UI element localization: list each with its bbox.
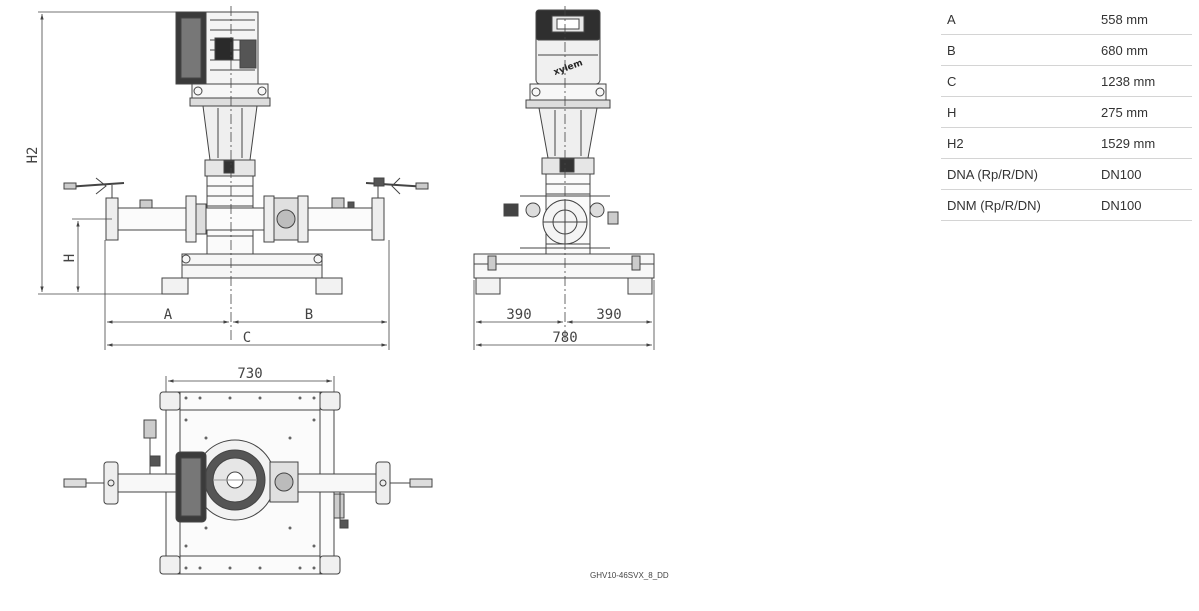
spec-value: 275 mm	[1101, 96, 1192, 128]
spec-label: H	[941, 96, 1101, 128]
front-view	[63, 11, 429, 295]
side-view	[473, 9, 655, 295]
spec-value: 1238 mm	[1101, 65, 1192, 97]
side-dimensions	[473, 6, 655, 350]
technical-drawing: H2 H A B C	[25, 6, 669, 580]
spec-value: 558 mm	[1101, 4, 1192, 35]
top-view	[63, 391, 433, 575]
dim-c-label: C	[243, 330, 251, 346]
dim-top-width-label: 730	[237, 366, 262, 382]
spec-label: DNA (Rp/R/DN)	[941, 158, 1101, 190]
dim-h2-label: H2	[25, 147, 41, 164]
spec-value: 1529 mm	[1101, 127, 1192, 159]
spec-label: B	[941, 34, 1101, 66]
front-dimensions	[38, 6, 390, 350]
spec-row: DNA (Rp/R/DN)DN100	[941, 158, 1192, 190]
spec-label: C	[941, 65, 1101, 97]
spec-label: DNM (Rp/R/DN)	[941, 189, 1101, 221]
front-motor	[175, 11, 271, 107]
dim-a-label: A	[164, 307, 173, 323]
dim-side-total-label: 780	[552, 330, 577, 346]
spec-label: A	[941, 4, 1101, 35]
spec-row: DNM (Rp/R/DN)DN100	[941, 189, 1192, 221]
spec-label: H2	[941, 127, 1101, 159]
dim-side-right-label: 390	[596, 307, 621, 323]
spec-value: DN100	[1101, 158, 1192, 190]
drawing-code: GHV10-46SVX_8_DD	[590, 571, 669, 580]
dim-side-left-label: 390	[506, 307, 531, 323]
dim-b-label: B	[305, 307, 313, 323]
top-dimensions	[165, 376, 335, 392]
spec-value: DN100	[1101, 189, 1192, 221]
dim-h-label: H	[62, 254, 78, 262]
spec-value: 680 mm	[1101, 34, 1192, 66]
